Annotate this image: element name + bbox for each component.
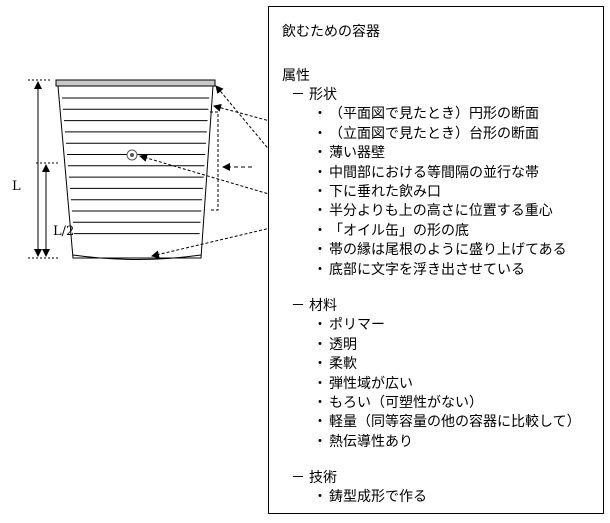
group-heading: －技術 xyxy=(291,469,337,487)
list-item-text: 鋳型成形で作る xyxy=(329,489,427,506)
bullet-glyph: ・ xyxy=(313,242,327,259)
list-item: ・「オイル缶」の形の底 xyxy=(311,222,469,240)
bullet-glyph: ・ xyxy=(313,317,327,334)
list-item-text: 薄い器壁 xyxy=(329,145,385,162)
attribute-panel: 飲むための容器 属性 －形状・（平面図で見たとき）円形の断面・（立面図で見たとき… xyxy=(268,6,604,514)
list-item-text: 半分よりも上の高さに位置する重心 xyxy=(329,203,553,220)
bullet-glyph: ・ xyxy=(313,164,327,181)
group-heading-text: 材料 xyxy=(309,298,337,314)
group-heading-text: 形状 xyxy=(309,87,337,103)
cup-bottom-curve xyxy=(72,254,202,260)
bullet-glyph: ・ xyxy=(313,222,327,239)
panel-title: 飲むための容器 xyxy=(282,24,380,40)
bullet-glyph: ・ xyxy=(313,395,327,411)
list-item: ・柔軟 xyxy=(311,355,357,373)
cup-rim xyxy=(55,79,216,87)
dash-glyph: － xyxy=(291,470,305,486)
center-of-gravity-icon xyxy=(126,149,138,161)
bands-bracket xyxy=(210,111,219,211)
bullet-glyph: ・ xyxy=(313,375,327,392)
bullet-glyph: ・ xyxy=(313,356,327,373)
panel-section-label: 属性 xyxy=(282,68,310,84)
bullet-glyph: ・ xyxy=(313,106,327,123)
list-item: ・中間部における等間隔の並行な帯 xyxy=(311,164,539,182)
bullet-glyph: ・ xyxy=(313,336,327,353)
list-item: ・薄い器壁 xyxy=(311,144,385,162)
dimension-label-full: L xyxy=(12,179,21,194)
list-item-text: 弾性域が広い xyxy=(329,375,413,392)
group-heading: －材料 xyxy=(291,297,337,315)
list-item: ・帯の縁は尾根のように盛り上げてある xyxy=(311,241,567,259)
cup-diagram: L L/2 xyxy=(12,79,270,260)
dash-glyph: － xyxy=(291,298,305,314)
leader-spout xyxy=(215,85,270,152)
dimension-label-half: L/2 xyxy=(53,224,74,239)
bullet-glyph: ・ xyxy=(313,145,327,162)
list-item-text: 熱伝導性あり xyxy=(329,433,413,450)
bullet-glyph: ・ xyxy=(313,414,327,431)
list-item: ・半分よりも上の高さに位置する重心 xyxy=(311,202,553,220)
list-item-text: もろい（可塑性がない） xyxy=(329,395,483,411)
list-item: ・下に垂れた飲み口 xyxy=(311,183,441,201)
list-item: ・（平面図で見たとき）円形の断面 xyxy=(311,105,539,123)
list-item: ・軽量（同等容量の他の容器に比較して） xyxy=(311,413,581,431)
list-item-text: 下に垂れた飲み口 xyxy=(329,184,441,200)
list-item: ・鋳型成形で作る xyxy=(311,488,427,506)
cup-body xyxy=(57,85,214,259)
leader-thin-wall xyxy=(213,103,270,122)
list-item-text: 底部に文字を浮き出させている xyxy=(329,261,525,278)
list-item: ・底部に文字を浮き出させている xyxy=(311,261,525,279)
list-item: ・弾性域が広い xyxy=(311,375,413,393)
group-heading: －形状 xyxy=(291,86,337,104)
list-item: ・熱伝導性あり xyxy=(311,433,413,451)
bullet-glyph: ・ xyxy=(313,489,327,506)
list-item-text: 「オイル缶」の形の底 xyxy=(329,222,469,239)
list-item-text: 帯の縁は尾根のように盛り上げてある xyxy=(329,242,567,259)
leader-center-of-gravity xyxy=(139,154,270,195)
bullet-glyph: ・ xyxy=(313,184,327,200)
list-item-text: 軽量（同等容量の他の容器に比較して） xyxy=(329,414,581,431)
list-item: ・もろい（可塑性がない） xyxy=(311,394,483,412)
list-item-text: （立面図で見たとき）台形の断面 xyxy=(329,125,539,142)
list-item-text: ポリマー xyxy=(329,317,385,334)
list-item-text: 柔軟 xyxy=(329,356,357,373)
list-item-text: 透明 xyxy=(329,336,357,353)
bullet-glyph: ・ xyxy=(313,261,327,278)
list-item-text: 中間部における等間隔の並行な帯 xyxy=(329,164,539,181)
list-item: ・（立面図で見たとき）台形の断面 xyxy=(311,125,539,143)
dash-glyph: － xyxy=(291,87,305,103)
list-item: ・ポリマー xyxy=(311,316,385,334)
group-heading-text: 技術 xyxy=(309,470,337,486)
bullet-glyph: ・ xyxy=(313,125,327,142)
bullet-glyph: ・ xyxy=(313,433,327,450)
bullet-glyph: ・ xyxy=(313,203,327,220)
list-item-text: （平面図で見たとき）円形の断面 xyxy=(329,106,539,123)
list-item: ・透明 xyxy=(311,336,357,354)
